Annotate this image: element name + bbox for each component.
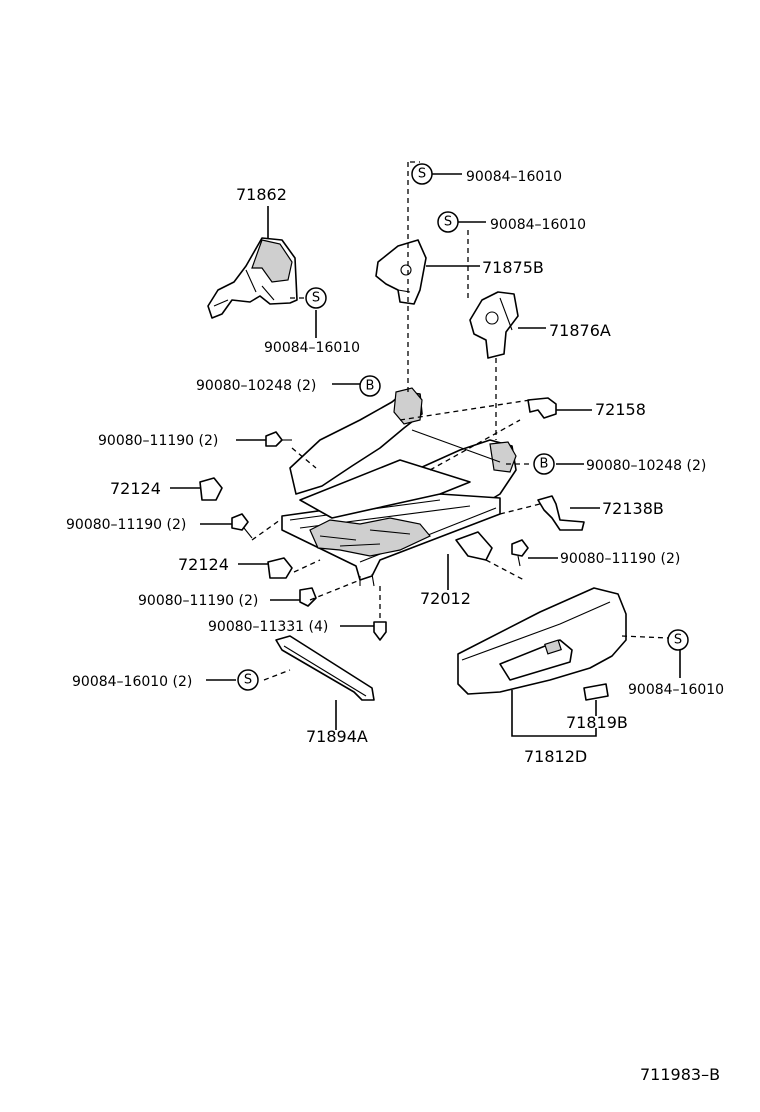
part-71862-cover <box>207 237 298 319</box>
svg-text:B: B <box>366 379 375 394</box>
bolt-icon-90080-11190-a <box>265 431 292 447</box>
label-72158: 72158 <box>595 400 646 419</box>
label-71876A: 71876A <box>549 321 611 340</box>
symbol-b-right: B <box>533 453 555 475</box>
symbol-s-bottom: S <box>237 669 259 691</box>
label-72138B: 72138B <box>602 499 664 518</box>
label-71875B: 71875B <box>482 258 544 277</box>
part-72124-knob-a <box>199 477 223 501</box>
label-90084-16010-71862: 90084–16010 <box>264 340 360 356</box>
label-90080-11331: 90080–11331 (4) <box>208 619 328 635</box>
label-90080-10248-left: 90080–10248 (2) <box>196 378 316 394</box>
svg-text:S: S <box>418 167 426 182</box>
symbol-s-71876A: S <box>437 211 459 233</box>
symbol-s-71862: S <box>305 287 327 309</box>
symbol-b-left: B <box>359 375 381 397</box>
label-90080-10248-right: 90080–10248 (2) <box>586 458 706 474</box>
part-71876A-bracket <box>469 291 519 359</box>
bolt-icon-90080-11190-d <box>299 587 317 607</box>
label-90080-11190-b: 90080–11190 (2) <box>66 517 186 533</box>
part-71812D-shield <box>457 587 627 695</box>
label-72124-b: 72124 <box>178 555 229 574</box>
label-90084-16010-bottom: 90084–16010 (2) <box>72 674 192 690</box>
label-72124-a: 72124 <box>110 479 161 498</box>
label-90080-11190-d: 90080–11190 (2) <box>138 593 258 609</box>
part-72158-clip <box>527 397 557 419</box>
svg-text:S: S <box>312 291 320 306</box>
label-71812D: 71812D <box>524 747 587 766</box>
svg-text:S: S <box>674 633 682 648</box>
part-71875B-bracket <box>375 239 427 305</box>
bolt-icon-90080-11331 <box>373 621 387 641</box>
part-72012-seat-adjuster <box>281 387 517 587</box>
figure-code: 711983–B <box>640 1065 720 1084</box>
part-71819B-label <box>583 683 609 701</box>
label-71862: 71862 <box>236 185 287 204</box>
label-90080-11190-a: 90080–11190 (2) <box>98 433 218 449</box>
bolt-icon-90080-11190-b <box>231 513 253 539</box>
part-72124-knob-b <box>267 557 293 579</box>
leader-lines <box>170 173 681 737</box>
label-90084-16010-71876A: 90084–16010 <box>490 217 586 233</box>
bolt-icon-90080-11190-c <box>511 539 529 567</box>
symbol-s-right: S <box>667 629 689 651</box>
part-72138B-clip <box>537 495 585 531</box>
label-90080-11190-c: 90080–11190 (2) <box>560 551 680 567</box>
svg-text:S: S <box>444 215 452 230</box>
part-71894A-plate <box>275 635 375 701</box>
label-90084-16010-top: 90084–16010 <box>466 169 562 185</box>
svg-text:B: B <box>540 457 549 472</box>
label-71819B: 71819B <box>566 713 628 732</box>
dashed-alignment-lines <box>251 161 669 681</box>
symbol-s-top: S <box>411 163 433 185</box>
svg-text:S: S <box>244 673 252 688</box>
label-90084-16010-right: 90084–16010 <box>628 682 724 698</box>
label-71894A: 71894A <box>306 727 368 746</box>
label-72012: 72012 <box>420 589 471 608</box>
